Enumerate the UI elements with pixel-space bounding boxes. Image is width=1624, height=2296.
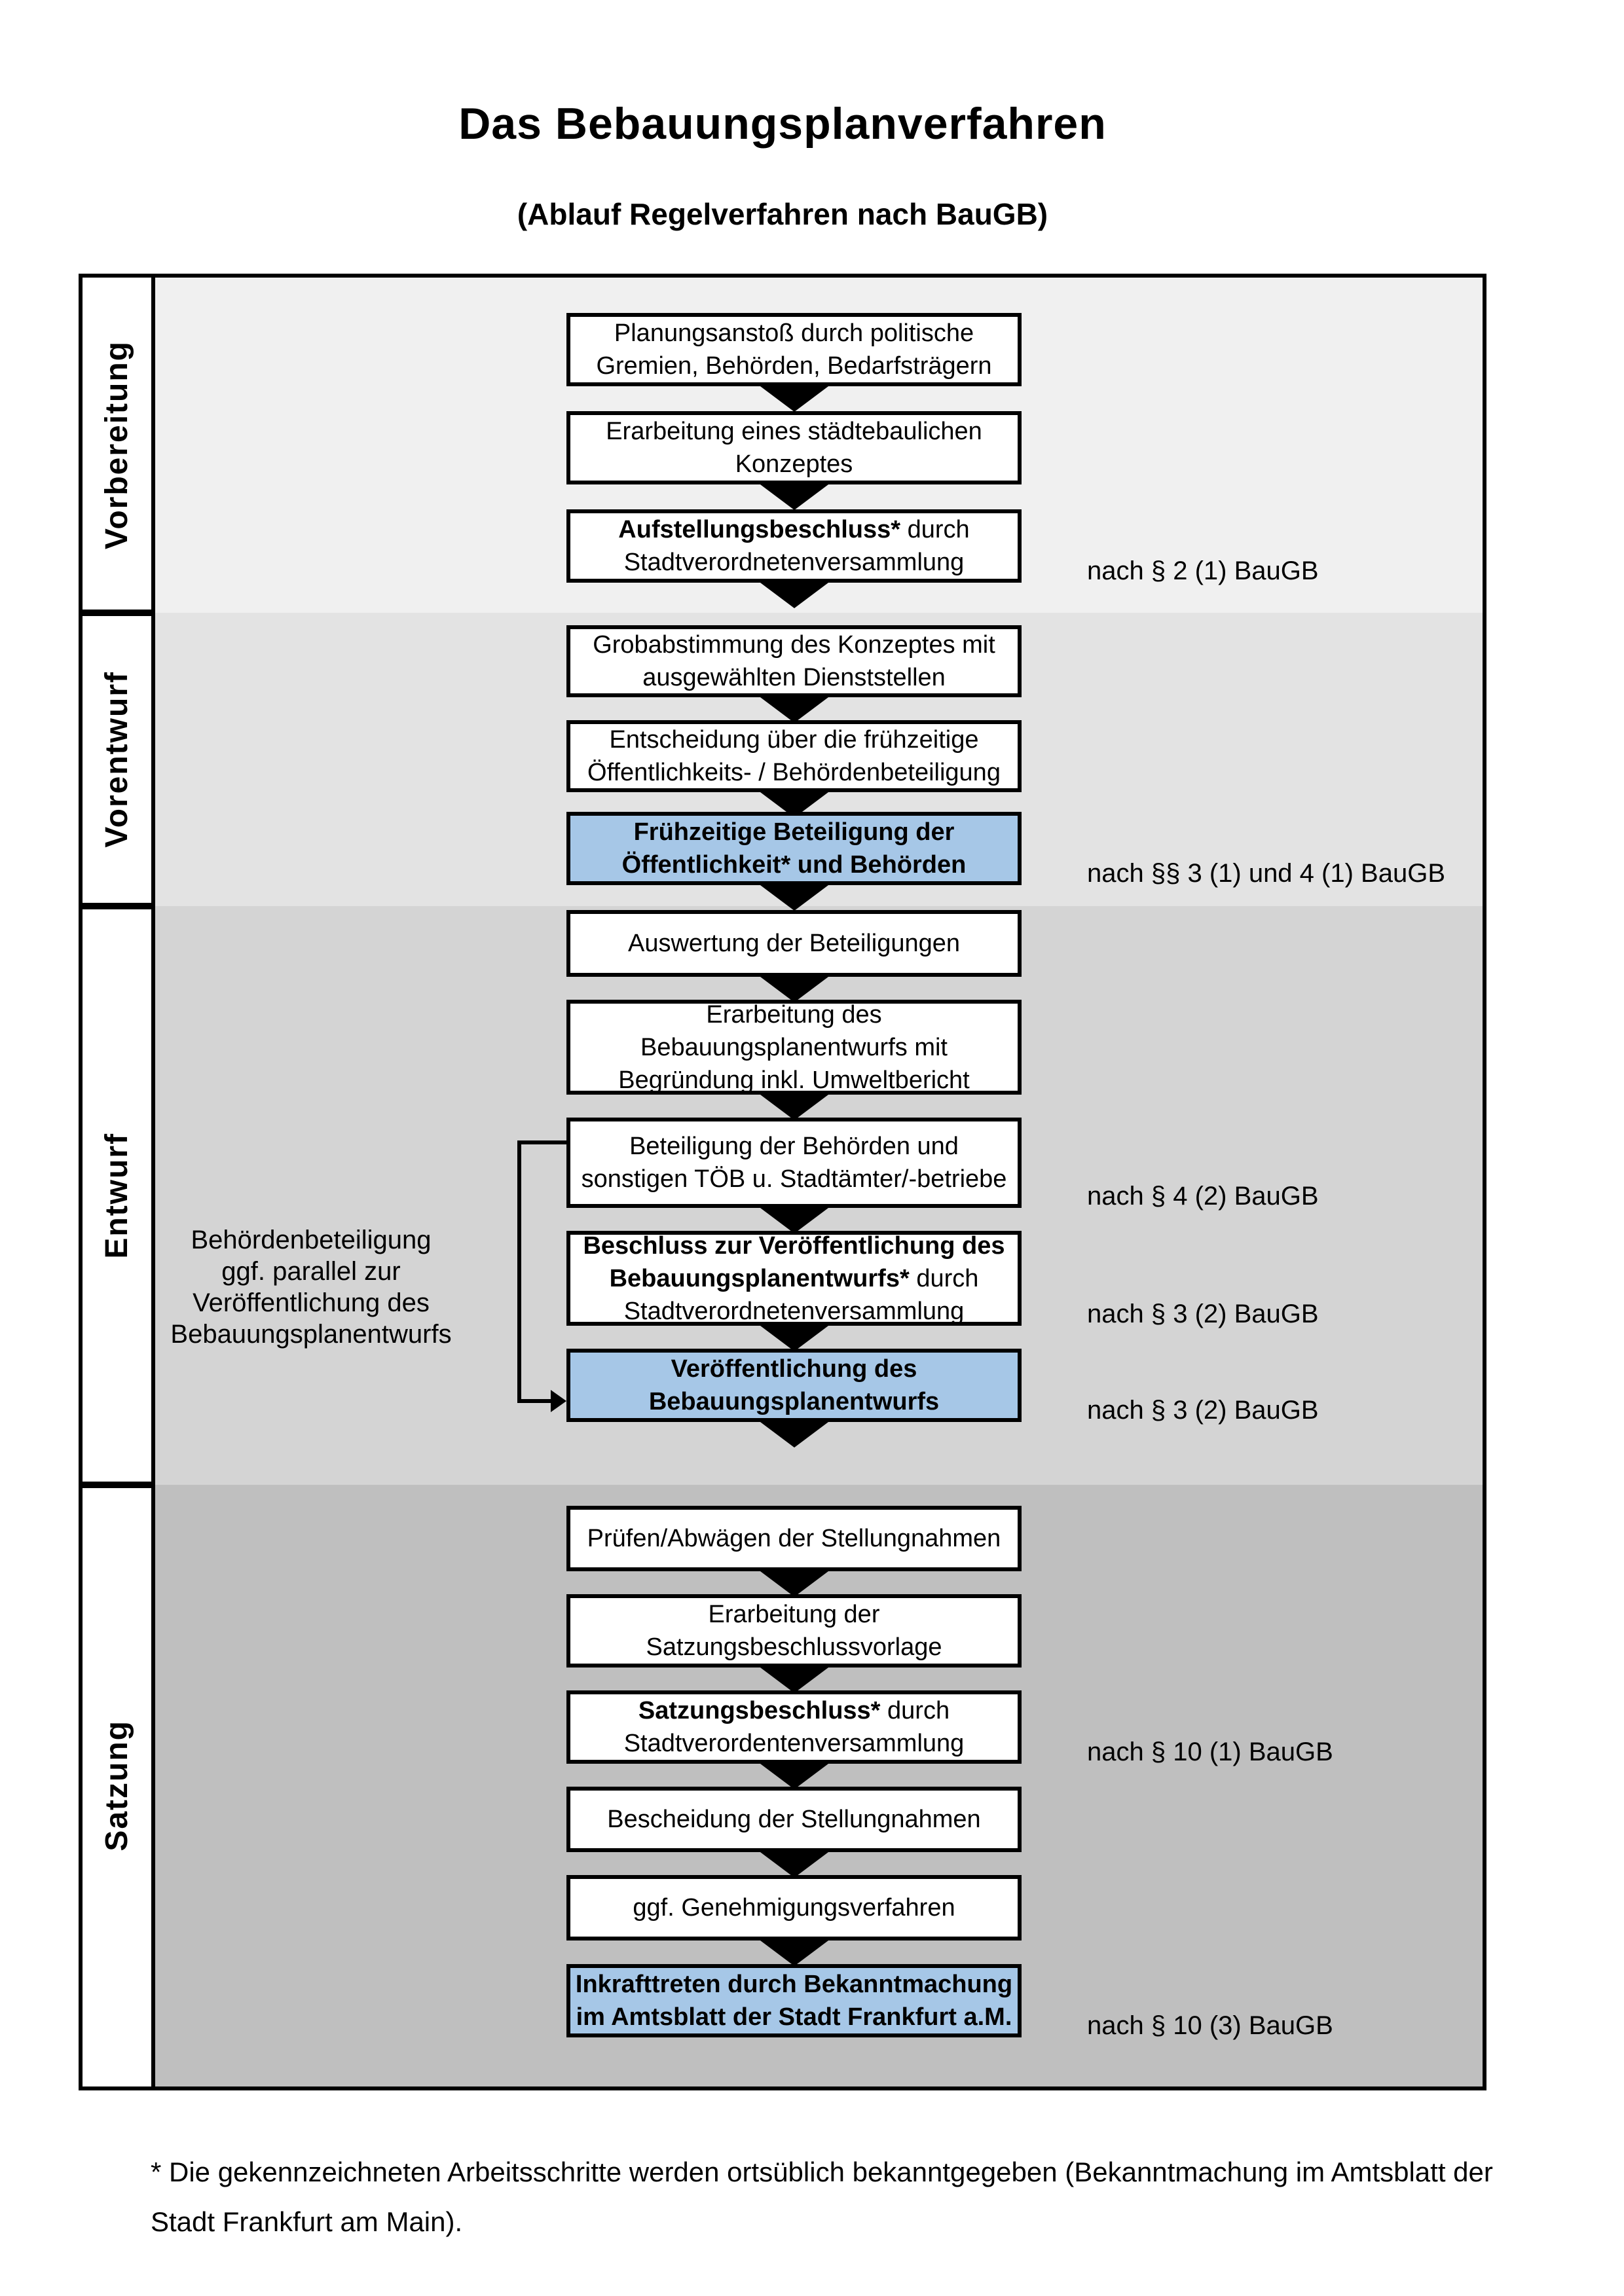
phase-divider-3	[83, 1482, 155, 1488]
legal-reference-note: nach § 3 (2) BauGB	[1087, 1396, 1319, 1425]
step-text-line: Frühzeitige Beteiligung der	[633, 818, 955, 846]
flow-arrow-down	[757, 1666, 831, 1693]
flow-arrow-down	[757, 581, 831, 608]
step-text-line: Planungsanstoß durch politische	[614, 319, 974, 347]
step-text-line: Bescheidung der Stellungnahmen	[607, 1806, 981, 1833]
step-text-line: Öffentlichkeit* und Behörden	[621, 851, 967, 879]
label-column-border	[151, 278, 155, 2086]
flow-arrow-down	[757, 695, 831, 723]
step-text-line: Veröffentlichung des	[671, 1355, 917, 1383]
phase-label: Entwurf	[100, 1132, 134, 1259]
flow-arrow-down	[757, 384, 831, 412]
step-text-line: sonstigen TÖB u. Stadtämter/-betriebe	[581, 1165, 1007, 1193]
legal-reference-note: nach § 10 (3) BauGB	[1087, 2011, 1333, 2040]
step-text-line: Erarbeitung der	[708, 1601, 880, 1628]
connector-vertical	[517, 1140, 521, 1403]
legal-reference-note: nach § 2 (1) BauGB	[1087, 556, 1319, 585]
phase-label: Satzung	[100, 1720, 134, 1851]
step-text-line: Auswertung der Beteiligungen	[627, 930, 960, 957]
phase-divider-1	[83, 610, 155, 616]
step-box-bescheidung-stellungnahmen: Bescheidung der Stellungnahmen	[566, 1787, 1022, 1852]
step-text-line: Gremien, Behörden, Bedarfsträgern	[596, 352, 992, 380]
phase-divider-2	[83, 903, 155, 909]
flow-arrow-down	[757, 1206, 831, 1233]
step-box-pruefen-abwaegen: Prüfen/Abwägen der Stellungnahmen	[566, 1506, 1022, 1571]
step-text-line: Aufstellungsbeschluss* durch	[618, 516, 970, 543]
step-text-line: Stadtverordentenversammlung	[623, 1730, 965, 1757]
page-subtitle: (Ablauf Regelverfahren nach BauGB)	[517, 197, 1048, 231]
step-text-line: Grobabstimmung des Konzeptes mit	[593, 631, 995, 659]
step-text-line: Erarbeitung des	[706, 1000, 882, 1029]
flow-arrow-down	[757, 1569, 831, 1597]
phase-label: Vorentwurf	[100, 671, 134, 848]
step-text-line: Satzungsbeschluss* durch	[638, 1697, 950, 1724]
step-text-line: Bebauungsplanentwurfs mit	[640, 1033, 948, 1061]
step-box-grobabstimmung: Grobabstimmung des Konzeptes mit ausgewäh…	[566, 625, 1022, 697]
connector-horizontal-top	[517, 1140, 566, 1144]
flow-arrow-down	[757, 883, 831, 911]
page-title: Das Bebauungsplanverfahren	[458, 99, 1107, 149]
step-text-line: Inkrafttreten durch Bekanntmachung	[575, 1971, 1013, 1998]
step-text-line: Beteiligung der Behörden und	[629, 1133, 959, 1160]
flow-arrow-down	[757, 1762, 831, 1789]
step-text-line: Bebauungsplanentwurfs	[648, 1388, 940, 1415]
step-box-beteiligung-behoerden-toeb: Beteiligung der Behörden und sonstigen TÖ…	[566, 1118, 1022, 1208]
flow-arrow-down	[757, 975, 831, 1002]
footnote: * Die gekennzeichneten Arbeitsschritte w…	[151, 2157, 1493, 2237]
flow-arrow-down	[757, 1324, 831, 1351]
step-box-auswertung-beteiligungen: Auswertung der Beteiligungen	[566, 910, 1022, 977]
step-text-line: Stadtverordnetenversammlung	[623, 1297, 965, 1325]
step-text-line: Stadtverordnetenversammlung	[623, 549, 965, 576]
step-text-line: Konzeptes	[735, 450, 853, 478]
step-text-line: Entscheidung über die frühzeitige	[609, 726, 979, 754]
flow-arrow-down	[757, 1939, 831, 1966]
side-note-line: Behördenbeteiligung	[191, 1226, 432, 1254]
connector-arrowhead-icon	[551, 1390, 566, 1412]
step-box-genehmigungsverfahren: ggf. Genehmigungsverfahren	[566, 1875, 1022, 1941]
side-note-line: ggf. parallel zur	[221, 1257, 401, 1286]
step-box-inkrafttreten: Inkrafttreten durch Bekanntmachung im Amt…	[566, 1964, 1022, 2037]
phase-label-cell-4: Satzung	[83, 1485, 151, 2086]
flow-arrow-down	[757, 1093, 831, 1120]
legal-reference-note: nach § 3 (2) BauGB	[1087, 1300, 1319, 1328]
step-text-line: Öffentlichkeits- / Behördenbeteiligung	[587, 759, 1001, 786]
step-text-line: Beschluss zur Veröffentlichung des	[583, 1231, 1005, 1260]
side-note-line: Veröffentlichung des	[193, 1288, 430, 1317]
legal-reference-note: nach §§ 3 (1) und 4 (1) BauGB	[1087, 859, 1445, 888]
step-text-line: Erarbeitung eines städtebaulichen	[606, 418, 982, 445]
step-text-line: im Amtsblatt der Stadt Frankfurt a.M.	[576, 2003, 1012, 2031]
step-text-line: ggf. Genehmigungsverfahren	[633, 1894, 955, 1922]
connector-horizontal-bottom	[517, 1399, 552, 1403]
phase-label-cell-1: Vorbereitung	[83, 278, 151, 613]
phase-label-cell-3: Entwurf	[83, 906, 151, 1485]
flow-arrow-down	[757, 1850, 831, 1878]
legal-reference-note: nach § 4 (2) BauGB	[1087, 1182, 1319, 1211]
flow-arrow-down	[757, 1420, 831, 1448]
step-text-line: Prüfen/Abwägen der Stellungnahmen	[587, 1525, 1001, 1552]
side-note-line: Bebauungsplanentwurfs	[170, 1320, 452, 1349]
legal-reference-note: nach § 10 (1) BauGB	[1087, 1738, 1333, 1766]
step-text-line: Satzungsbeschlussvorlage	[646, 1633, 942, 1661]
step-text-line: Begründung inkl. Umweltbericht	[618, 1066, 970, 1094]
flow-arrow-down	[757, 483, 831, 510]
phase-label: Vorbereitung	[100, 340, 134, 550]
phase-label-cell-2: Vorentwurf	[83, 613, 151, 906]
step-text-line: Bebauungsplanentwurfs* durch	[609, 1264, 979, 1292]
step-text-line: ausgewählten Dienststellen	[642, 664, 946, 691]
